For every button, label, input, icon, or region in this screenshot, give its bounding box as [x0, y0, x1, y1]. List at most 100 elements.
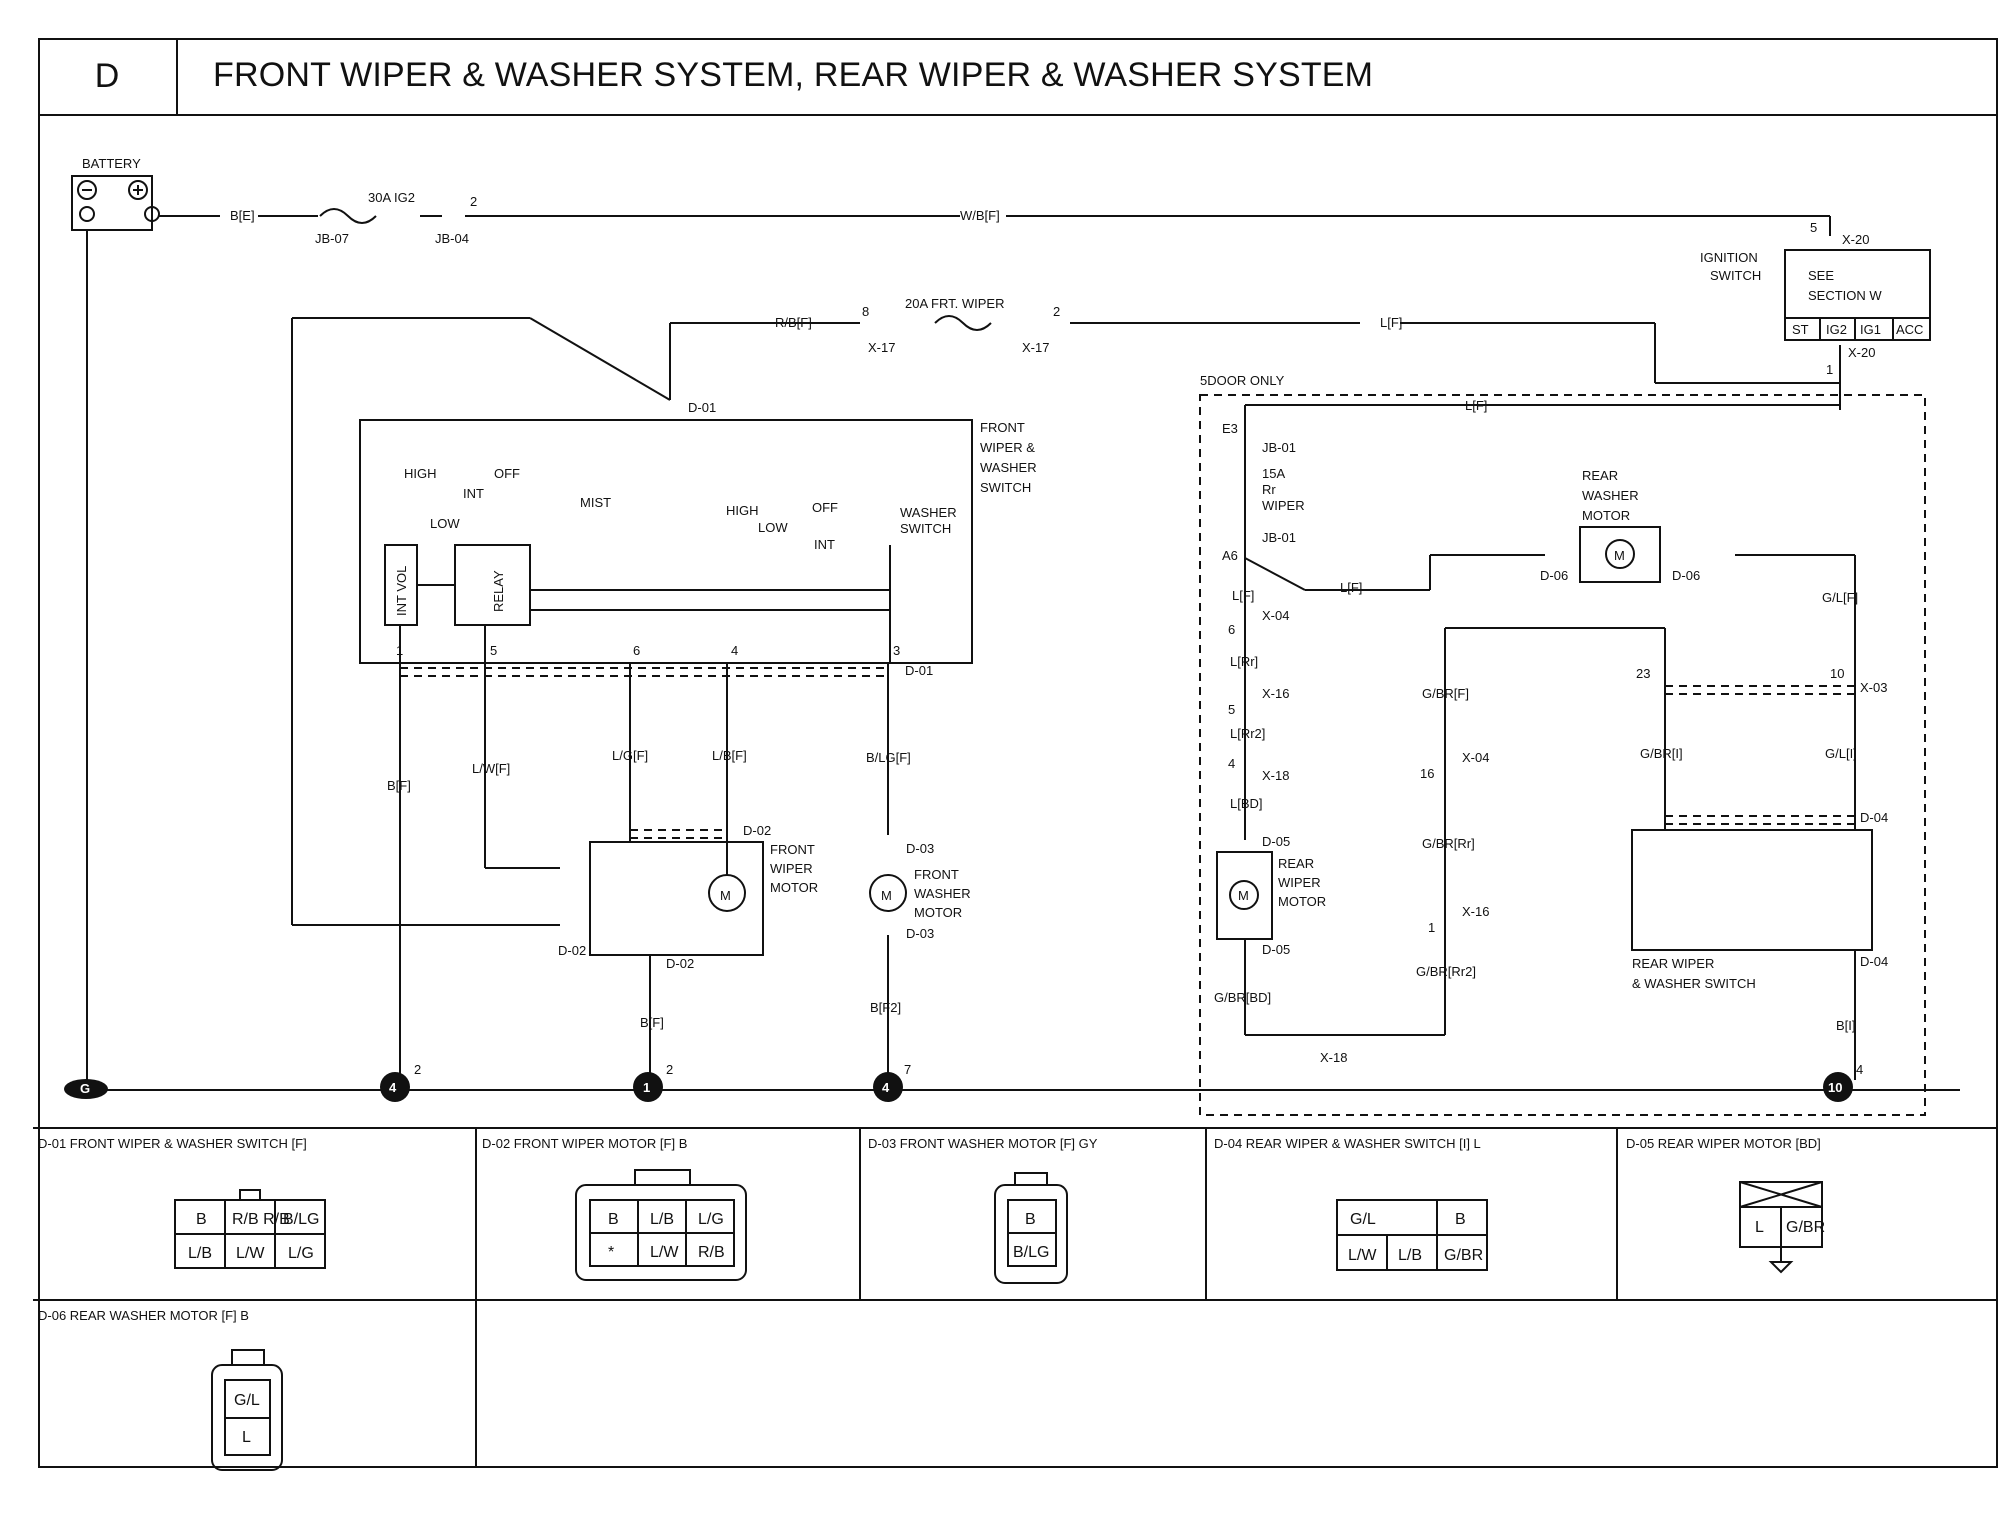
front-switch-box: [359, 419, 973, 664]
ground-point-4b: [873, 1072, 903, 1102]
d02-pin-star: *: [608, 1244, 614, 1261]
wire-label-b-f2: B[F2]: [870, 1000, 901, 1015]
rear-washer-motor-box: [1579, 526, 1661, 583]
d06-pin-gl: G/L: [234, 1392, 260, 1409]
front-washer-motor-symbol: [869, 874, 907, 912]
x03-pin-23: 23: [1636, 666, 1650, 681]
wire-label-blg-f: B/LG[F]: [866, 750, 911, 765]
d01-pin-b: B: [196, 1211, 207, 1228]
d04-pin-gl: G/L: [1350, 1211, 1376, 1228]
front-washer-motor-title-3: MOTOR: [914, 905, 962, 920]
switch-low-label: LOW: [430, 516, 460, 531]
ground-label-10: 10: [1828, 1080, 1842, 1095]
ground-label-4a: 4: [389, 1080, 397, 1095]
d01-pin-lb: L/B: [188, 1245, 212, 1262]
switch-mist-label: MIST: [580, 495, 611, 510]
d02-pin-b: B: [608, 1211, 619, 1228]
d03-pin-b: B: [1025, 1211, 1036, 1228]
fuse-30a-symbol: [319, 208, 377, 224]
connector-title-d04: D-04 REAR WIPER & WASHER SWITCH [I] L: [1214, 1136, 1481, 1151]
wire-label-lg-f: L/G[F]: [612, 748, 648, 763]
front-wiper-motor-title-1: FRONT: [770, 842, 815, 857]
switch-int-label: INT: [463, 486, 484, 501]
diagram-frame: [38, 38, 1998, 1468]
d02-label-left: D-02: [558, 943, 586, 958]
rear-switch-title-1: REAR WIPER: [1632, 956, 1714, 971]
ground-sup-2a: 2: [414, 1062, 421, 1077]
wire-label-gbr-rr: G/BR[Rr]: [1422, 836, 1475, 851]
d05-pin-gbr: G/BR: [1786, 1219, 1825, 1236]
d04-label-top: D-04: [1860, 810, 1888, 825]
d06-label-left: D-06: [1540, 568, 1568, 583]
x20-label-top: X-20: [1842, 232, 1869, 247]
ignition-st: ST: [1792, 322, 1809, 337]
x16-pin-5: 5: [1228, 702, 1235, 717]
front-wiper-motor-title-3: MOTOR: [770, 880, 818, 895]
front-wiper-motor-title-2: WIPER: [770, 861, 813, 876]
five-door-only-box: [1199, 394, 1926, 1116]
page-title: FRONT WIPER & WASHER SYSTEM, REAR WIPER …: [213, 56, 1374, 94]
ground-sup-4: 4: [1856, 1062, 1863, 1077]
wire-label-lw-f: L/W[F]: [472, 761, 510, 776]
wire-label-b-f: B[F]: [387, 778, 411, 793]
fuse-rr-label: Rr: [1262, 482, 1276, 497]
a6-label: A6: [1222, 548, 1238, 563]
ground-point-10: [1823, 1072, 1853, 1102]
connector-title-d06: D-06 REAR WASHER MOTOR [F] B: [38, 1308, 249, 1323]
fuse-30a-label: 30A IG2: [368, 190, 415, 205]
d01-label-bottom: D-01: [905, 663, 933, 678]
x04-label-left: X-04: [1262, 608, 1289, 623]
d02-pin-lg: L/G: [698, 1211, 724, 1228]
connector-title-d01: D-01 FRONT WIPER & WASHER SWITCH [F]: [38, 1136, 307, 1151]
x18-label-bottom: X-18: [1320, 1050, 1347, 1065]
x17-pin-8: 8: [862, 304, 869, 319]
ground-sup-2b: 2: [666, 1062, 673, 1077]
rear-washer-motor-m: M: [1614, 548, 1625, 563]
d04-pin-b: B: [1455, 1211, 1466, 1228]
d02-pin-lw: L/W: [650, 1244, 679, 1261]
x17-pin-2: 2: [1053, 304, 1060, 319]
switch-pin-1: 1: [396, 643, 403, 658]
wire-label-l-f: L[F]: [1380, 315, 1402, 330]
x04-pin-16: 16: [1420, 766, 1434, 781]
d01-pin-lw: L/W: [236, 1245, 265, 1262]
wire-label-lb-f: L/B[F]: [712, 748, 747, 763]
d04-label-bottom: D-04: [1860, 954, 1888, 969]
x20-label-bottom: X-20: [1848, 345, 1875, 360]
d04-pin-gbr: G/BR: [1444, 1247, 1483, 1264]
front-wiper-motor-m: M: [720, 888, 731, 903]
ignition-acc: ACC: [1896, 322, 1923, 337]
wire-label-gbr-bd: G/BR[BD]: [1214, 990, 1271, 1005]
wire-label-b-e: B[E]: [230, 208, 255, 223]
int-vol-label: INT VOL: [394, 566, 409, 616]
rear-washer-motor-title-1: REAR: [1582, 468, 1618, 483]
d04-pin-lw: L/W: [1348, 1247, 1377, 1264]
x16-pin-1: 1: [1428, 920, 1435, 935]
connector-title-d03: D-03 FRONT WASHER MOTOR [F] GY: [868, 1136, 1098, 1151]
title-bar: D FRONT WIPER & WASHER SYSTEM, REAR WIPE…: [38, 38, 1998, 116]
chassis-ground-label: G: [80, 1081, 90, 1096]
wire-label-gbr-f: G/BR[F]: [1422, 686, 1469, 701]
rear-switch-box: [1631, 829, 1873, 951]
jb01-label-top: JB-01: [1262, 440, 1296, 455]
d02-pin-rb: R/B: [698, 1244, 725, 1261]
relay-label: RELAY: [491, 570, 506, 612]
ground-label-4b: 4: [882, 1080, 890, 1095]
ground-label-1: 1: [643, 1080, 650, 1095]
d01-pin-rb: R/B R/B: [232, 1211, 290, 1228]
wire-label-l-f-mid: L[F]: [1340, 580, 1362, 595]
x04-pin-6: 6: [1228, 622, 1235, 637]
x17-label-left: X-17: [868, 340, 895, 355]
d03-label-bottom: D-03: [906, 926, 934, 941]
connector-title-d02: D-02 FRONT WIPER MOTOR [F] B: [482, 1136, 687, 1151]
e3-label: E3: [1222, 421, 1238, 436]
ignition-section-label: SECTION W: [1808, 288, 1882, 303]
x16-label-left: X-16: [1262, 686, 1289, 701]
wire-label-l-rr: L[Rr]: [1230, 654, 1258, 669]
rear-switch-title-2: & WASHER SWITCH: [1632, 976, 1756, 991]
front-switch-title-1: FRONT: [980, 420, 1025, 435]
rear-wiper-motor-title-3: MOTOR: [1278, 894, 1326, 909]
connector-title-d05: D-05 REAR WIPER MOTOR [BD]: [1626, 1136, 1821, 1151]
fuse-15a-label: 15A: [1262, 466, 1285, 481]
rear-wiper-motor-title-2: WIPER: [1278, 875, 1321, 890]
